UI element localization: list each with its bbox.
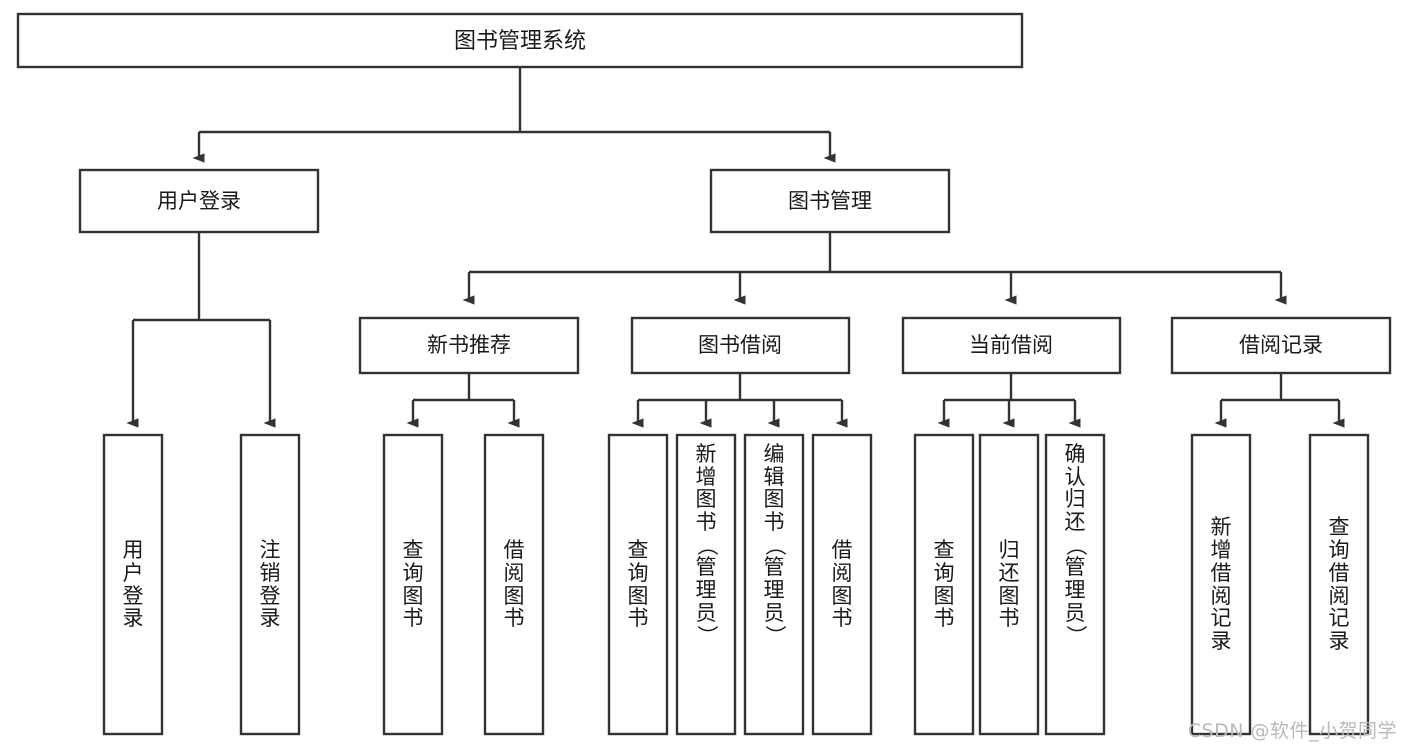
leaf-box-add-borrow-record[interactable] (1190, 433, 1252, 736)
node-current-borrow-label: 当前借阅 (969, 333, 1053, 357)
connectors-current-to-leaves (937, 373, 1081, 428)
node-borrow-records[interactable]: 借阅记录 (1170, 316, 1392, 375)
leaf-box-return-book[interactable] (978, 433, 1040, 736)
leaf-box-query-book-3[interactable] (913, 433, 975, 736)
node-book-borrow-label: 图书借阅 (698, 333, 782, 357)
leaf-box-borrow-book-2[interactable] (811, 433, 873, 736)
node-borrow-records-label: 借阅记录 (1239, 333, 1323, 357)
node-current-borrow[interactable]: 当前借阅 (901, 316, 1122, 375)
leaf-box-add-book-admin[interactable] (675, 433, 737, 736)
leaf-box-query-book-1[interactable] (382, 433, 444, 736)
connectors-userlogin-to-leaves (126, 232, 276, 428)
node-root-system[interactable]: 图书管理系统 (16, 12, 1024, 69)
node-user-login[interactable]: 用户登录 (78, 168, 320, 234)
leaf-box-query-borrow-record[interactable] (1308, 433, 1370, 736)
node-book-management[interactable]: 图书管理 (709, 168, 951, 234)
connectors-root-to-level2 (192, 67, 836, 163)
connectors-bookmgmt-to-level3 (462, 232, 1287, 305)
node-new-book-recommend-label: 新书推荐 (427, 333, 511, 357)
connectors-newbook-to-leaves (406, 373, 520, 428)
node-user-login-label: 用户登录 (157, 189, 241, 213)
leaf-boxes-borrow-records (1190, 433, 1370, 736)
node-new-book-recommend[interactable]: 新书推荐 (358, 316, 580, 375)
leaf-boxes-book-borrow (607, 433, 873, 736)
connectors-records-to-leaves (1214, 373, 1345, 428)
leaf-box-confirm-return-admin[interactable] (1044, 433, 1106, 736)
leaf-boxes-user-login (102, 433, 301, 736)
connectors-borrow-to-leaves (631, 373, 848, 428)
leaf-box-borrow-book-1[interactable] (483, 433, 545, 736)
leaf-box-edit-book-admin[interactable] (743, 433, 805, 736)
leaf-boxes-current-borrow (913, 433, 1106, 736)
node-book-management-label: 图书管理 (788, 189, 872, 213)
node-root-label: 图书管理系统 (454, 29, 586, 54)
node-book-borrow[interactable]: 图书借阅 (630, 316, 851, 375)
leaf-boxes-new-book-recommend (382, 433, 545, 736)
leaf-box-user-login[interactable] (102, 433, 164, 736)
leaf-box-query-book-2[interactable] (607, 433, 669, 736)
leaf-box-logout[interactable] (239, 433, 301, 736)
